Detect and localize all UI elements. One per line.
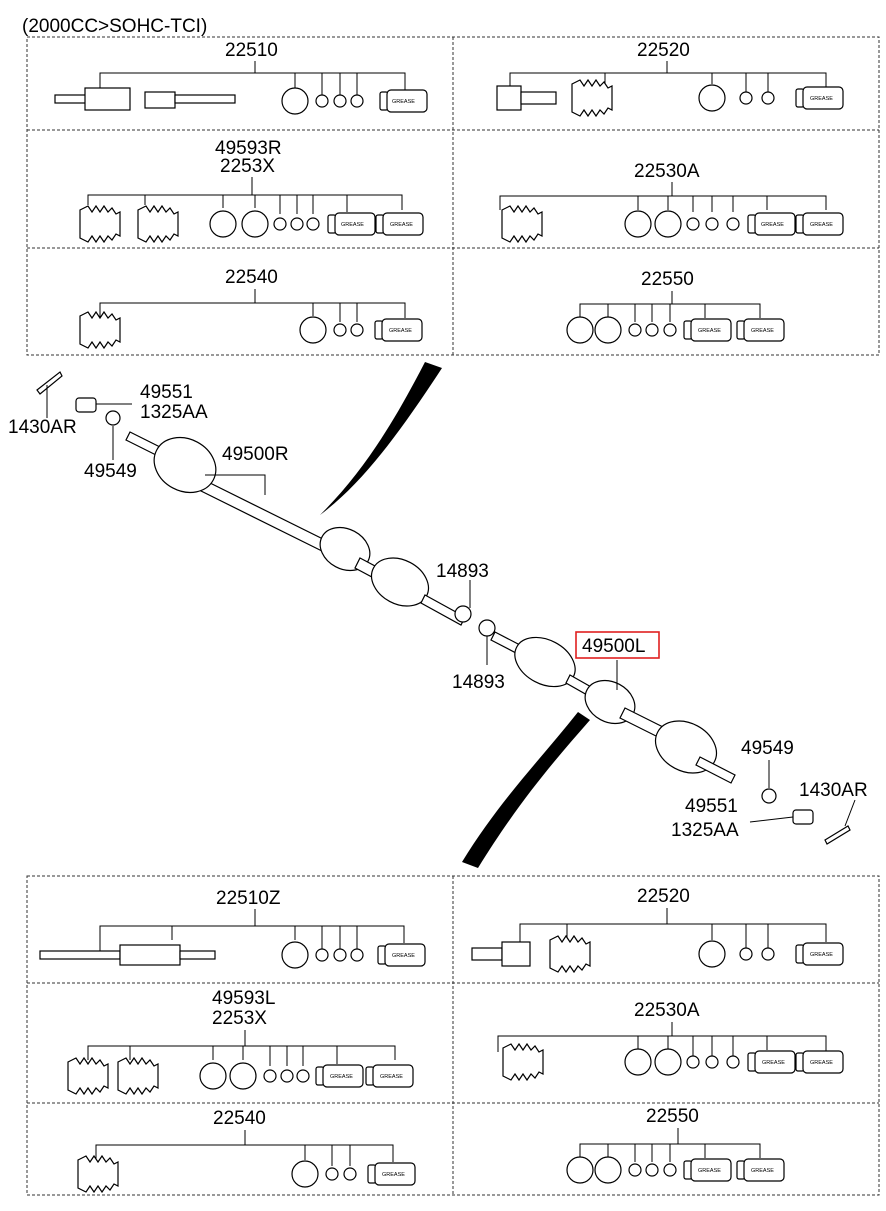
kit-box-22520-lower[interactable]: 22520 GREASE [471, 886, 844, 973]
part-number-label-2: 2253X [212, 1008, 267, 1029]
part-number-label: 22530A [634, 161, 700, 182]
washer-left[interactable] [761, 788, 777, 804]
part-number-label: 22520 [637, 886, 690, 907]
grease-label: GREASE [392, 99, 415, 105]
callout-49551-right: 49551 [140, 382, 193, 403]
kit-box-22550-lower[interactable]: 22550 GREASE GREASE [566, 1106, 785, 1184]
part-number-label: 22550 [641, 269, 694, 290]
grease-label: GREASE [751, 1168, 774, 1174]
washer-right[interactable] [105, 410, 121, 426]
grease-label: GREASE [330, 1074, 353, 1080]
part-number-label: 22530A [634, 1000, 700, 1021]
callout-49500l: 49500L [582, 636, 645, 657]
callout-49549-right: 49549 [84, 461, 137, 482]
snap-ring-lower[interactable] [478, 619, 496, 637]
callout-14893-lower: 14893 [452, 672, 505, 693]
engine-spec-header: (2000CC>SOHC-TCI) [22, 16, 207, 37]
shaft-49500l[interactable] [490, 628, 736, 784]
callout-49551-left: 49551 [685, 796, 738, 817]
kit-box-22510[interactable]: 22510 GREASE [54, 40, 428, 115]
snap-ring-upper[interactable] [454, 605, 472, 623]
kit-box-22540[interactable]: 22540 GREASE [79, 267, 423, 349]
nut-left[interactable] [792, 809, 814, 825]
part-number-label: 49593L [212, 988, 275, 1009]
kit-box-22530a-lower[interactable]: 22530A GREASE GREASE [497, 1000, 844, 1081]
part-number-label: 22510 [225, 40, 278, 61]
shaft-49500r[interactable] [125, 427, 466, 626]
grease-label: GREASE [380, 1074, 403, 1080]
grease-label: GREASE [751, 328, 774, 334]
grease-label: GREASE [392, 953, 415, 959]
part-number-label: 22540 [225, 267, 278, 288]
bolt-right[interactable] [36, 371, 63, 395]
break-mark-upper [320, 362, 442, 515]
part-number-label: 49593R [215, 138, 282, 159]
part-number-label-2: 2253X [220, 156, 275, 177]
grease-label: GREASE [382, 1172, 405, 1178]
drive-shaft-assembly: 1430AR 49551 1325AA 49549 49500R 14893 1… [8, 362, 868, 868]
callout-49549-left: 49549 [741, 738, 794, 759]
kit-box-22550[interactable]: 22550 GREASE GREASE [566, 269, 785, 344]
part-number-label: 22520 [637, 40, 690, 61]
grease-label: GREASE [810, 1060, 833, 1066]
callout-14893-upper: 14893 [436, 561, 489, 582]
grease-label: GREASE [810, 952, 833, 958]
grease-label: GREASE [761, 222, 784, 228]
bolt-left[interactable] [824, 825, 851, 845]
kit-box-49593r[interactable]: 49593R 2253X GREASE GREASE [79, 138, 424, 243]
grease-label: GREASE [762, 1060, 785, 1066]
kit-box-22520[interactable]: 22520 GREASE [496, 40, 844, 117]
grease-label: GREASE [698, 1168, 721, 1174]
grease-label: GREASE [341, 222, 364, 228]
part-number-label: 22550 [646, 1106, 699, 1127]
callout-1325aa-right: 1325AA [140, 402, 208, 423]
callout-1430ar-right: 1430AR [8, 417, 77, 438]
kit-box-22510z[interactable]: 22510Z GREASE [39, 888, 426, 969]
nut-right[interactable] [75, 397, 97, 413]
part-number-label: 22540 [213, 1108, 266, 1129]
kit-box-22530a[interactable]: 22530A GREASE GREASE [499, 161, 844, 243]
kit-box-22540-lower[interactable]: 22540 GREASE [77, 1108, 416, 1193]
callout-1430ar-left: 1430AR [799, 780, 868, 801]
grease-label: GREASE [389, 328, 412, 334]
grease-label: GREASE [810, 96, 833, 102]
part-number-label: 22510Z [216, 888, 281, 909]
grease-label: GREASE [390, 222, 413, 228]
callout-49500r: 49500R [222, 444, 289, 465]
top-kit-panel: 22510 GREASE 22520 GREASE [26, 36, 880, 356]
grease-label: GREASE [810, 222, 833, 228]
kit-box-49593l[interactable]: 49593L 2253X GREASE GREASE [67, 988, 414, 1095]
callout-1325aa-left: 1325AA [671, 820, 739, 841]
grease-label: GREASE [698, 328, 721, 334]
highlight-box-49500l[interactable] [575, 631, 660, 659]
bottom-kit-panel: 22510Z GREASE 22520 GREASE [26, 875, 880, 1196]
break-mark-lower [462, 712, 590, 868]
